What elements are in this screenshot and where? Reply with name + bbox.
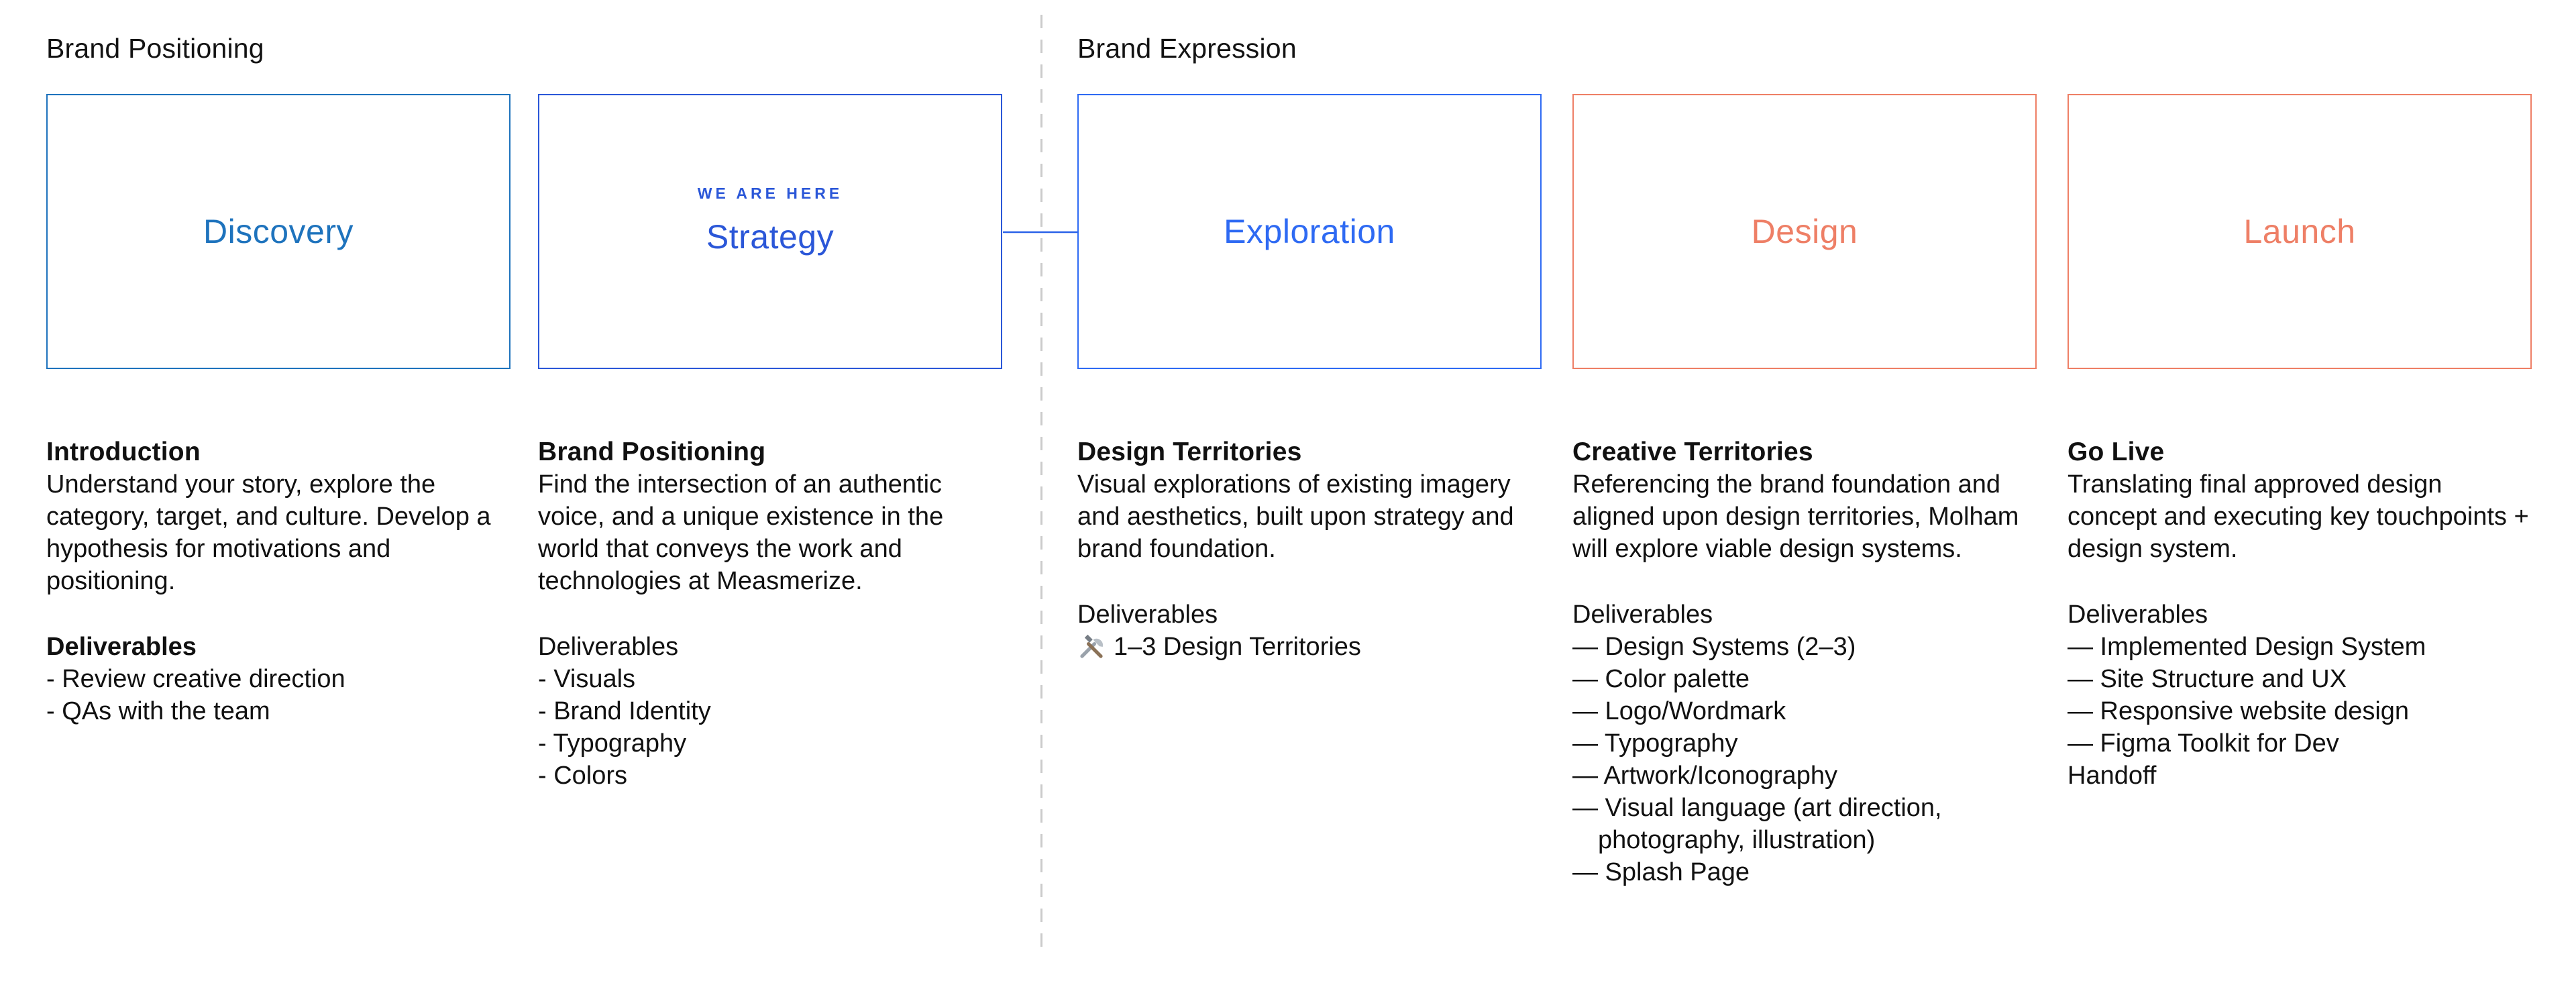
- deliverables-list: 1–3 Design Territories: [1077, 631, 1542, 663]
- stage-exploration: Exploration Design Territories Visual ex…: [1077, 94, 1542, 663]
- deliverable-item: photography, illustration): [1598, 826, 1876, 854]
- deliverable-item: - Brand Identity: [538, 697, 711, 725]
- stage-heading: Introduction: [46, 437, 201, 466]
- hammer-wrench-icon: [1077, 633, 1106, 661]
- deliverables-block: Deliverables 1–3 Design Territories: [1077, 599, 1542, 663]
- stage-heading: Go Live: [2068, 437, 2165, 466]
- stage-description: Referencing the brand foundation and ali…: [1572, 470, 2019, 563]
- deliverable-item: — Splash Page: [1572, 858, 1750, 886]
- stage-description: Find the intersection of an authentic vo…: [538, 470, 944, 595]
- stage-box-exploration: Exploration: [1077, 94, 1542, 369]
- stage-description: Understand your story, explore the categ…: [46, 470, 491, 595]
- stage-info-design: Creative Territories Referencing the bra…: [1572, 436, 2037, 888]
- stage-heading: Creative Territories: [1572, 437, 1813, 466]
- deliverable-item: — Typography: [1572, 729, 1738, 758]
- stage-box-design: Design: [1572, 94, 2037, 369]
- deliverable-item: — Site Structure and UX: [2068, 665, 2347, 693]
- deliverable-item: — Implemented Design System: [2068, 633, 2426, 661]
- stage-info-strategy: Brand Positioning Find the intersection …: [538, 436, 1002, 792]
- stage-heading: Design Territories: [1077, 437, 1302, 466]
- deliverables-block: Deliverables - Visuals - Brand Identity …: [538, 631, 1002, 792]
- section-label-brand-positioning: Brand Positioning: [46, 33, 264, 64]
- deliverable-item: — Color palette: [1572, 665, 1750, 693]
- deliverables-label: Deliverables: [1077, 601, 1218, 629]
- deliverable-text: 1–3 Design Territories: [1114, 633, 1361, 661]
- deliverables-list: - Review creative direction - QAs with t…: [46, 663, 511, 727]
- we-are-here-tag: WE ARE HERE: [697, 185, 843, 202]
- deliverables-label: Deliverables: [1572, 601, 1713, 629]
- deliverable-item: - Colors: [538, 762, 628, 790]
- section-label-brand-expression: Brand Expression: [1077, 33, 1297, 64]
- stage-info-exploration: Design Territories Visual explorations o…: [1077, 436, 1542, 663]
- deliverable-item: — Design Systems (2–3): [1572, 633, 1856, 661]
- stage-strategy: WE ARE HERE Strategy Brand Positioning F…: [538, 94, 1002, 792]
- deliverables-list: — Implemented Design System — Site Struc…: [2068, 631, 2532, 792]
- deliverables-block: Deliverables - Review creative direction…: [46, 631, 511, 727]
- deliverable-item: 1–3 Design Territories: [1077, 631, 1542, 663]
- stage-title: Exploration: [1224, 212, 1395, 250]
- stage-design: Design Creative Territories Referencing …: [1572, 94, 2037, 888]
- deliverable-item: - Review creative direction: [46, 665, 345, 693]
- deliverable-item: — Artwork/Iconography: [1572, 762, 1837, 790]
- stage-title: Launch: [2243, 212, 2356, 250]
- stage-discovery: Discovery Introduction Understand your s…: [46, 94, 511, 727]
- deliverables-label: Deliverables: [538, 633, 679, 661]
- stage-info-discovery: Introduction Understand your story, expl…: [46, 436, 511, 727]
- stage-title: Discovery: [203, 212, 354, 250]
- deliverables-block: Deliverables — Design Systems (2–3) — Co…: [1572, 599, 2037, 888]
- deliverables-label: Deliverables: [46, 633, 197, 661]
- deliverable-item: — Responsive website design: [2068, 697, 2410, 725]
- stage-description: Translating final approved design concep…: [2068, 470, 2529, 563]
- stage-info-launch: Go Live Translating final approved desig…: [2068, 436, 2532, 792]
- stage-box-strategy: WE ARE HERE Strategy: [538, 94, 1002, 369]
- deliverable-item: — Visual language (art direction,: [1572, 794, 1942, 822]
- deliverable-item: — Logo/Wordmark: [1572, 697, 1786, 725]
- stage-box-launch: Launch: [2068, 94, 2532, 369]
- deliverable-item: - Visuals: [538, 665, 636, 693]
- stage-description: Visual explorations of existing imagery …: [1077, 470, 1514, 563]
- stage-title: Design: [1751, 212, 1858, 250]
- deliverables-block: Deliverables — Implemented Design System…: [2068, 599, 2532, 792]
- stage-launch: Launch Go Live Translating final approve…: [2068, 94, 2532, 792]
- deliverable-item: — Figma Toolkit for Dev Handoff: [2068, 729, 2339, 790]
- deliverables-list: - Visuals - Brand Identity - Typography …: [538, 663, 1002, 792]
- deliverable-item: - Typography: [538, 729, 687, 758]
- stage-title: Strategy: [706, 218, 835, 256]
- section-divider: [1040, 15, 1042, 956]
- deliverable-item: - QAs with the team: [46, 697, 270, 725]
- deliverables-list: — Design Systems (2–3) — Color palette —…: [1572, 631, 2037, 888]
- stage-box-discovery: Discovery: [46, 94, 511, 369]
- deliverables-label: Deliverables: [2068, 601, 2208, 629]
- stage-heading: Brand Positioning: [538, 437, 766, 466]
